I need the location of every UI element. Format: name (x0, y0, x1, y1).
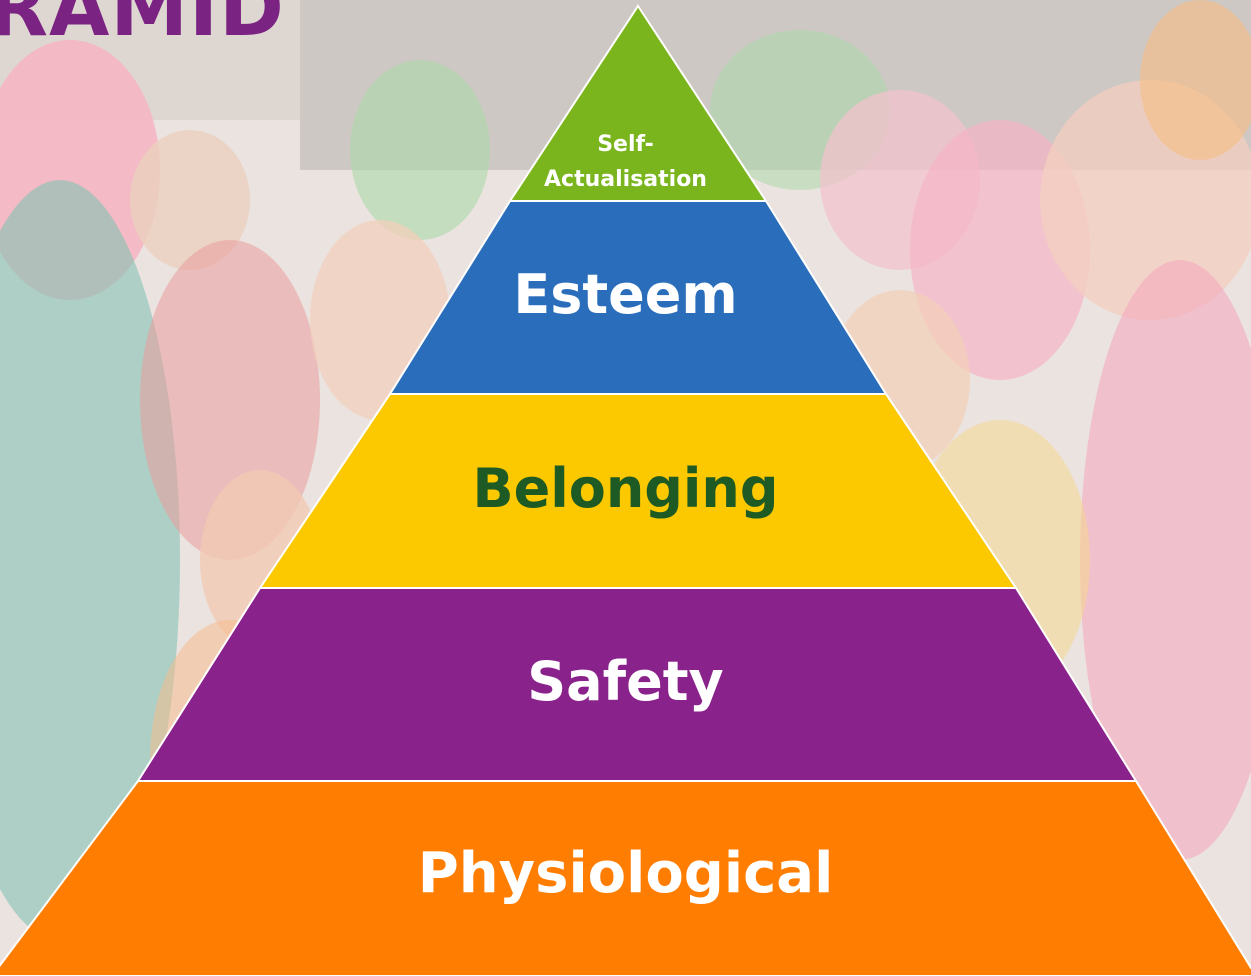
page-title: RAMID (0, 0, 285, 54)
physiological-label: Physiological (417, 841, 834, 906)
safety-label: Safety (527, 650, 724, 713)
esteem-label: Esteem (513, 263, 738, 326)
self-actualisation-tier (508, 4, 768, 202)
belonging-label: Belonging (472, 457, 779, 520)
self-actualisation-label-line1: Self- (597, 132, 654, 157)
self-actualisation-label-line2: Actualisation (544, 167, 707, 192)
